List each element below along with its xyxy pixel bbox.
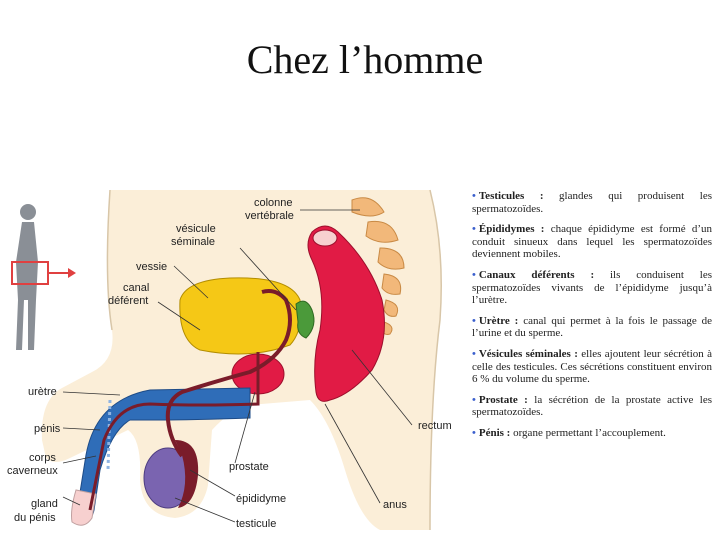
anatomy-diagram: colonne vertébrale vésicule séminale ves… <box>0 180 470 540</box>
label-vesicule: vésicule <box>176 223 216 235</box>
label-epididyme: épididyme <box>236 493 286 505</box>
label-deferent: déférent <box>108 295 148 307</box>
label-vertebrale: vertébrale <box>245 210 294 222</box>
note-epididymes: •Épididymes : chaque épididyme est formé… <box>472 223 712 261</box>
label-vessie: vessie <box>136 261 167 273</box>
notes-panel: •Testicules : glandes qui produisent les… <box>472 190 712 448</box>
note-prostate: •Prostate : la sécrétion de la prostate … <box>472 394 712 419</box>
note-uretre: •Urètre : canal qui permet à la fois le … <box>472 315 712 340</box>
note-vesicules-seminales: •Vésicules séminales : elles ajoutent le… <box>472 348 712 386</box>
label-canal: canal <box>123 282 149 294</box>
label-gland: gland <box>31 498 58 510</box>
label-du-penis: du pénis <box>14 512 56 524</box>
label-penis: pénis <box>34 423 61 435</box>
label-anus: anus <box>383 499 407 511</box>
note-penis: •Pénis : organe permettant l’accouplemen… <box>472 427 712 440</box>
label-corps: corps <box>29 452 56 464</box>
arrow-icon <box>68 268 76 278</box>
note-canaux-deferents: •Canaux déférents : ils conduisent les s… <box>472 269 712 307</box>
note-testicules: •Testicules : glandes qui produisent les… <box>472 190 712 215</box>
label-caverneux: caverneux <box>7 465 58 477</box>
label-colonne: colonne <box>254 197 293 209</box>
body-silhouette-icon <box>12 204 76 350</box>
label-seminale: séminale <box>171 236 215 248</box>
page-title: Chez l’homme <box>0 36 720 83</box>
label-testicule: testicule <box>236 518 276 530</box>
label-rectum: rectum <box>418 420 452 432</box>
label-prostate: prostate <box>229 461 269 473</box>
label-uretre: urètre <box>28 386 57 398</box>
